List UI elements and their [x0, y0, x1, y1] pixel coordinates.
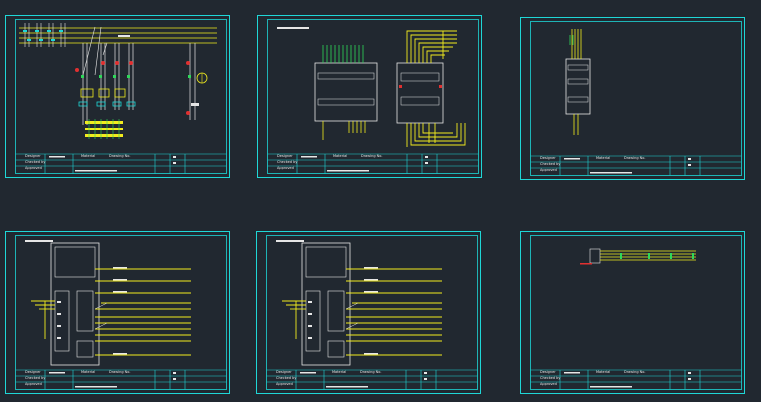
title-block-field-2: Drawing No.	[109, 154, 131, 158]
title-block-row-2: Checked by	[540, 162, 561, 166]
title-block-row-3: Approved	[276, 382, 293, 386]
title-block-row-2: Checked by	[277, 160, 298, 164]
title-block-row-1: Designer	[540, 156, 556, 160]
title-block-field-2: Drawing No.	[624, 370, 646, 374]
title-block-row-1: Designer	[25, 370, 41, 374]
title-block-field-2: Drawing No.	[624, 156, 646, 160]
sheet-1-graphics	[5, 15, 230, 178]
title-block-row-3: Approved	[277, 166, 294, 170]
title-block-row-2: Checked by	[540, 376, 561, 380]
title-block-row-1: Designer	[25, 154, 41, 158]
drawing-sheet-terminal-wiring[interactable]: Designer Checked by Approved Material Dr…	[520, 231, 745, 394]
title-block-row-3: Approved	[540, 168, 557, 172]
title-block-field-2: Drawing No.	[361, 154, 383, 158]
sheet-3-graphics	[520, 17, 745, 180]
title-block-field-1: Material	[596, 156, 611, 160]
title-block-field-2: Drawing No.	[109, 370, 131, 374]
title-block-row-2: Checked by	[25, 160, 46, 164]
title-block-row-3: Approved	[25, 166, 42, 170]
title-block-field-1: Material	[596, 370, 611, 374]
drawing-sheet-drive-wiring-b[interactable]: Designer Checked by Approved Material Dr…	[256, 231, 481, 394]
title-block-field-2: Drawing No.	[360, 370, 382, 374]
sheet-5-graphics	[256, 231, 481, 394]
drawing-sheet-module-wiring[interactable]: Designer Checked by Approved Material Dr…	[520, 17, 745, 180]
title-block-field-1: Material	[81, 370, 96, 374]
title-block-row-1: Designer	[540, 370, 556, 374]
title-block-row-3: Approved	[25, 382, 42, 386]
sheet-6-graphics	[520, 231, 745, 394]
title-block-row-1: Designer	[276, 370, 292, 374]
drawing-sheet-plc-io-wiring[interactable]: Designer Checked by Approved Material Dr…	[257, 15, 482, 178]
title-block-row-3: Approved	[540, 382, 557, 386]
drawing-sheet-power-circuit[interactable]: Designer Checked by Approved Material Dr…	[5, 15, 230, 178]
sheet-4-graphics	[5, 231, 230, 394]
title-block-row-2: Checked by	[25, 376, 46, 380]
title-block-row-2: Checked by	[276, 376, 297, 380]
sheet-2-graphics	[257, 15, 482, 178]
drawing-sheet-drive-wiring-a[interactable]: Designer Checked by Approved Material Dr…	[5, 231, 230, 394]
title-block-field-1: Material	[81, 154, 96, 158]
title-block-field-1: Material	[332, 370, 347, 374]
title-block-field-1: Material	[333, 154, 348, 158]
title-block-row-1: Designer	[277, 154, 293, 158]
